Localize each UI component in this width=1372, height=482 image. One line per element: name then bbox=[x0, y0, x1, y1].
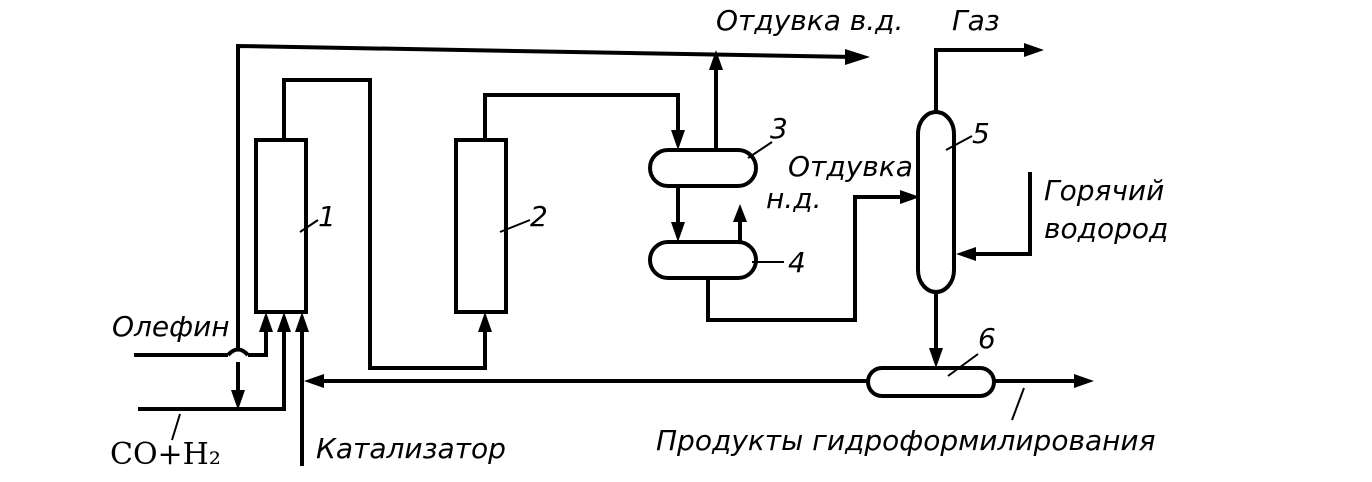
syngas-feed-line bbox=[138, 324, 286, 411]
gas-label: Газ bbox=[952, 4, 1000, 37]
separator-3-number: 3 bbox=[770, 112, 788, 145]
purge-lp-label-2: н.д. bbox=[766, 182, 821, 215]
catalyst-arrowhead bbox=[295, 312, 309, 332]
olefin-arrowhead bbox=[259, 312, 273, 332]
reactor-2-leader bbox=[499, 219, 531, 233]
reactor-2 bbox=[454, 138, 508, 314]
catalyst-label: Катализатор bbox=[316, 432, 506, 465]
column-5 bbox=[916, 110, 956, 294]
syngas-leader bbox=[171, 413, 181, 441]
column5-inlet-arrowhead bbox=[900, 190, 920, 204]
products-label: Продукты гидроформилирования bbox=[656, 424, 1155, 457]
reactor2-inlet-arrowhead bbox=[478, 312, 492, 332]
products-leader bbox=[1011, 387, 1025, 421]
column-5-leader bbox=[945, 135, 973, 151]
separator3-purge-arrowhead bbox=[709, 50, 723, 70]
separator4-inlet-arrowhead bbox=[671, 222, 685, 242]
olefin-label: Олефин bbox=[112, 310, 230, 343]
separator-4-number: 4 bbox=[788, 246, 806, 279]
reactor-1 bbox=[254, 138, 308, 314]
vessel-6-leader bbox=[947, 353, 979, 377]
purge-lp-label-1: Отдувка bbox=[788, 150, 913, 183]
syngas-arrowhead bbox=[277, 312, 291, 332]
column5-gas-line bbox=[934, 48, 1030, 112]
separator-4 bbox=[648, 240, 758, 280]
column-5-number: 5 bbox=[972, 117, 990, 150]
syngas-label: CO+H₂ bbox=[110, 437, 221, 472]
vessel6-inlet-arrowhead bbox=[929, 348, 943, 368]
separator-3 bbox=[648, 148, 758, 188]
recycle-gas-line bbox=[236, 43, 856, 350]
reactor-1-leader bbox=[299, 219, 319, 233]
reactor-1-number: 1 bbox=[318, 200, 336, 233]
gas-arrowhead bbox=[1024, 43, 1044, 57]
recycle-to-syngas-arrowhead bbox=[231, 390, 245, 410]
hot-hydrogen-label-2: водород bbox=[1044, 212, 1168, 245]
hot-hydrogen-label-1: Горячий bbox=[1044, 174, 1164, 207]
reactor1-to-reactor2-line bbox=[282, 78, 487, 370]
olefin-crossover bbox=[226, 347, 250, 357]
reactor2-to-separator3-line bbox=[483, 93, 680, 142]
reactor-2-number: 2 bbox=[530, 200, 548, 233]
purge-hp-label: Отдувка в.д. bbox=[716, 4, 903, 37]
separator-3-leader bbox=[747, 141, 773, 159]
vessel-6-number: 6 bbox=[978, 322, 996, 355]
products-arrowhead bbox=[1074, 374, 1094, 388]
vessel-6 bbox=[866, 366, 996, 398]
hot-hydrogen-arrowhead bbox=[956, 247, 976, 261]
separator3-inlet-arrowhead bbox=[671, 130, 685, 150]
separator4-to-column5-line bbox=[706, 195, 908, 322]
separator4-purge-arrowhead bbox=[733, 204, 747, 222]
hot-hydrogen-line bbox=[968, 172, 1032, 256]
olefin-to-reactor-line bbox=[248, 324, 268, 357]
purge-hp-arrowhead bbox=[845, 49, 870, 65]
catalyst-recycle-arrowhead bbox=[304, 374, 324, 388]
